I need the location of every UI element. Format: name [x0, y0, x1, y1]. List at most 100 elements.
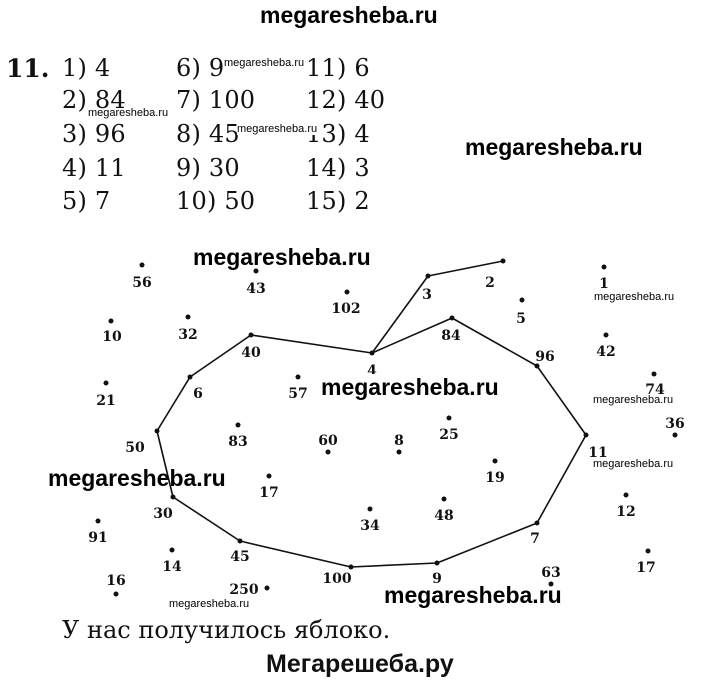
watermark-big: megaresheba.ru [384, 582, 562, 608]
dot [369, 350, 375, 356]
dot [601, 264, 607, 270]
dot-label: 17 [636, 560, 655, 576]
dot [446, 415, 452, 421]
answer-4: 4) 11 [62, 154, 126, 182]
dot-label: 91 [88, 530, 107, 546]
dot-label: 48 [434, 508, 453, 524]
dot [264, 585, 270, 591]
dot [672, 432, 678, 438]
dot-label: 4 [367, 363, 377, 379]
dot-label: 74 [645, 382, 665, 398]
answer-9: 9) 30 [176, 154, 240, 182]
dot [492, 458, 498, 464]
answer-8: 8) 45 [176, 120, 240, 148]
watermark-small: megaresheba.ru [224, 57, 305, 69]
dot [95, 518, 101, 524]
dot [603, 332, 609, 338]
watermark-big: megaresheba.ru [465, 134, 643, 160]
dot-label: 1 [599, 276, 609, 292]
dot-label: 25 [439, 427, 458, 443]
dot-label: 84 [441, 328, 461, 344]
dot [434, 560, 440, 566]
dot-label: 2 [485, 275, 495, 291]
dot-label: 34 [360, 518, 380, 534]
dot [248, 332, 254, 338]
watermark-big: megaresheba.ru [321, 374, 499, 401]
dot-label: 17 [259, 485, 278, 501]
dot [295, 374, 301, 380]
dot [266, 473, 272, 479]
dot-label: 6 [193, 386, 203, 402]
dot-label: 50 [125, 440, 145, 456]
dot [170, 494, 176, 500]
dot [185, 314, 191, 320]
watermark-big: megaresheba.ru [48, 465, 226, 491]
dot-label: 36 [665, 416, 684, 432]
dot [367, 506, 373, 512]
answer-11: 11) 6 [306, 54, 370, 82]
dot-label: 5 [516, 311, 526, 327]
dot [344, 289, 350, 295]
dot-label: 250 [229, 582, 258, 598]
dot-label: 56 [132, 275, 151, 291]
dot-label: 9 [432, 571, 442, 587]
dot [441, 496, 447, 502]
dot-label: 10 [102, 329, 122, 345]
dot [645, 548, 651, 554]
dot-label: 43 [246, 281, 265, 297]
answer-5: 5) 7 [62, 187, 111, 215]
answer-12: 12) 40 [306, 86, 386, 114]
dot-label: 7 [530, 531, 540, 547]
answer-6: 6) 9 [176, 54, 225, 82]
answer-7: 7) 100 [176, 86, 256, 114]
answer-15: 15) 2 [306, 187, 370, 215]
footer-watermark: Мегарешеба.ру [266, 650, 454, 678]
dot-label: 11 [588, 445, 607, 461]
dot [623, 492, 629, 498]
dot-label: 30 [153, 506, 173, 522]
dot-label: 45 [230, 549, 249, 565]
dot [449, 315, 455, 321]
watermark-small: megaresheba.ru [169, 598, 250, 610]
dot [425, 273, 431, 279]
dot [348, 564, 354, 570]
dot [169, 547, 175, 553]
dot [103, 380, 109, 386]
watermark-small: megaresheba.ru [593, 458, 674, 470]
answer-10: 10) 50 [176, 187, 256, 215]
dot [325, 449, 331, 455]
dot [187, 374, 193, 380]
caption: У нас получилось яблоко. [62, 616, 391, 644]
dot [235, 422, 241, 428]
dot-label: 8 [394, 433, 404, 449]
dot-label: 32 [178, 327, 197, 343]
exercise-number: 11. [6, 54, 50, 83]
dot [113, 591, 119, 597]
dot-label: 21 [96, 393, 115, 409]
dot [253, 268, 259, 274]
dot-label: 60 [318, 433, 338, 449]
dot-label: 63 [541, 565, 560, 581]
dot-label: 83 [228, 434, 247, 450]
answer-3: 3) 96 [62, 120, 126, 148]
dot [548, 581, 554, 587]
dot [534, 363, 540, 369]
dot-label: 3 [422, 287, 432, 303]
dot-label: 16 [106, 573, 125, 589]
dot-label: 40 [241, 345, 261, 361]
dot-label: 12 [616, 504, 635, 520]
answer-14: 14) 3 [306, 154, 370, 182]
dot [500, 258, 506, 264]
dot [108, 318, 114, 324]
watermark-top: megaresheba.ru [260, 2, 438, 28]
dot [396, 449, 402, 455]
watermark-small: megaresheba.ru [237, 123, 318, 135]
dot [519, 297, 525, 303]
dot [651, 371, 657, 377]
dot-label: 100 [322, 571, 351, 587]
watermark-small: megaresheba.ru [594, 291, 675, 303]
dot-label: 19 [485, 470, 504, 486]
dot [154, 428, 160, 434]
